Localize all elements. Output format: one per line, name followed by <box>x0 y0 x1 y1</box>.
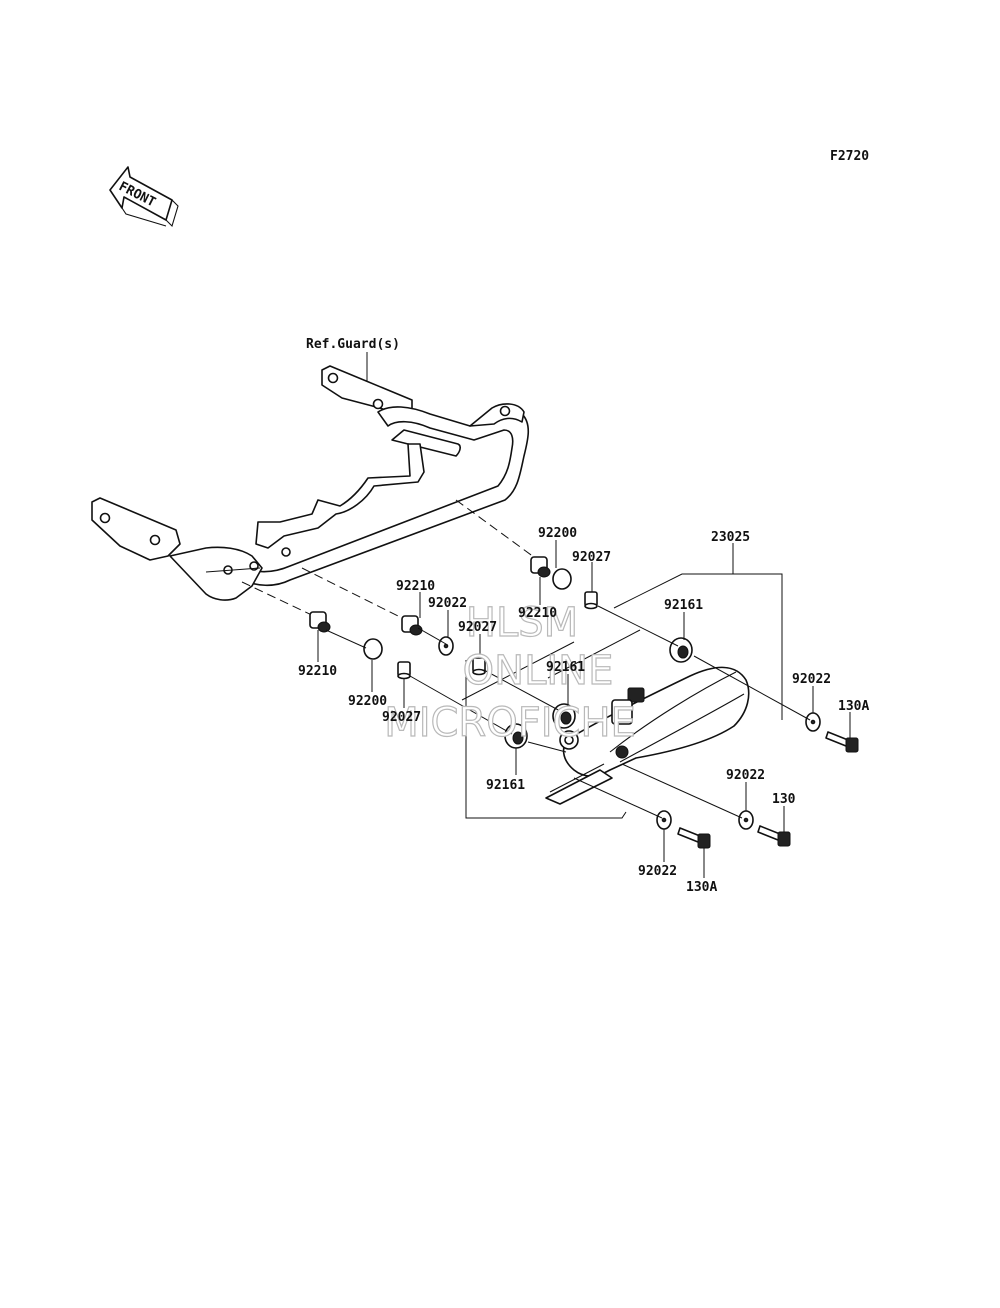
guard-frame <box>91 365 530 601</box>
axis-line-8 <box>325 629 367 649</box>
part-label: 92161 <box>486 778 525 793</box>
part-label: 92200 <box>348 694 387 709</box>
bracket-23025-lower <box>465 660 627 819</box>
watermark-line-1: HLSM <box>466 600 578 646</box>
watermark-line-3: MICROFICHE <box>384 700 636 746</box>
part-label: 23025 <box>711 530 750 545</box>
axis-line-4 <box>693 655 811 721</box>
axis-line-11 <box>573 777 663 819</box>
turn-signal-lamp <box>545 666 750 805</box>
part-label: 92161 <box>546 660 585 675</box>
axis-line-5 <box>483 669 563 713</box>
grommet-92210-a-icon <box>530 556 551 578</box>
part-label: 92210 <box>396 579 435 594</box>
collar-92027-b-icon <box>472 657 486 676</box>
part-label: 130 <box>772 792 796 807</box>
bolt-130A-a-icon <box>825 731 859 753</box>
axis-line-10 <box>621 763 743 819</box>
axis-line-1 <box>461 641 575 701</box>
grommet-92210-c-icon <box>309 611 331 633</box>
bracket-23025-upper <box>613 573 783 720</box>
washer-92022-a-icon <box>438 636 454 656</box>
part-label: 92161 <box>664 598 703 613</box>
axis-line-9 <box>417 627 447 645</box>
part-label: 92210 <box>518 606 557 621</box>
part-label: 92022 <box>792 672 831 687</box>
damper-92200-b-icon <box>363 638 383 660</box>
damper-92200-a-icon <box>552 568 572 590</box>
front-arrow-icon: FRONT <box>109 166 179 228</box>
ref-guard-label: Ref.Guard(s) <box>306 337 400 352</box>
part-label: 130A <box>686 880 717 895</box>
part-label: 92022 <box>726 768 765 783</box>
collar-92027-c-icon <box>397 661 411 680</box>
collar-92027-a-icon <box>584 591 598 610</box>
part-label: 92027 <box>572 550 611 565</box>
part-label: 92027 <box>458 620 497 635</box>
diagram-code: F2720 <box>830 149 869 164</box>
axis-line-3 <box>597 605 679 647</box>
axis-line-2 <box>547 629 641 679</box>
part-label: 130A <box>838 699 869 714</box>
washer-92022-b-icon <box>805 712 821 732</box>
part-labels: 92200 92027 23025 92210 92022 92210 9202… <box>298 526 869 895</box>
washer-92022-c-icon <box>738 810 754 830</box>
part-label: 92022 <box>428 596 467 611</box>
bolt-130A-b-icon <box>677 827 711 849</box>
part-label: 92027 <box>382 710 421 725</box>
watermark-line-2: ONLINE <box>463 648 614 694</box>
grommet-92161-c-icon <box>504 723 528 749</box>
axis-line-6 <box>409 675 513 735</box>
axis-line-7 <box>527 741 567 753</box>
bolt-130-icon <box>757 825 791 847</box>
align-line-2 <box>301 567 407 621</box>
grommet-92210-b-icon <box>401 615 423 636</box>
watermark: HLSM ONLINE MICROFICHE <box>384 599 637 746</box>
align-line-3 <box>241 581 319 619</box>
grommet-92161-a-icon <box>669 637 693 663</box>
part-label: 92200 <box>538 526 577 541</box>
align-line-1 <box>455 499 539 561</box>
part-label: 92210 <box>298 664 337 679</box>
part-label: 92022 <box>638 864 677 879</box>
washer-92022-d-icon <box>656 810 672 830</box>
